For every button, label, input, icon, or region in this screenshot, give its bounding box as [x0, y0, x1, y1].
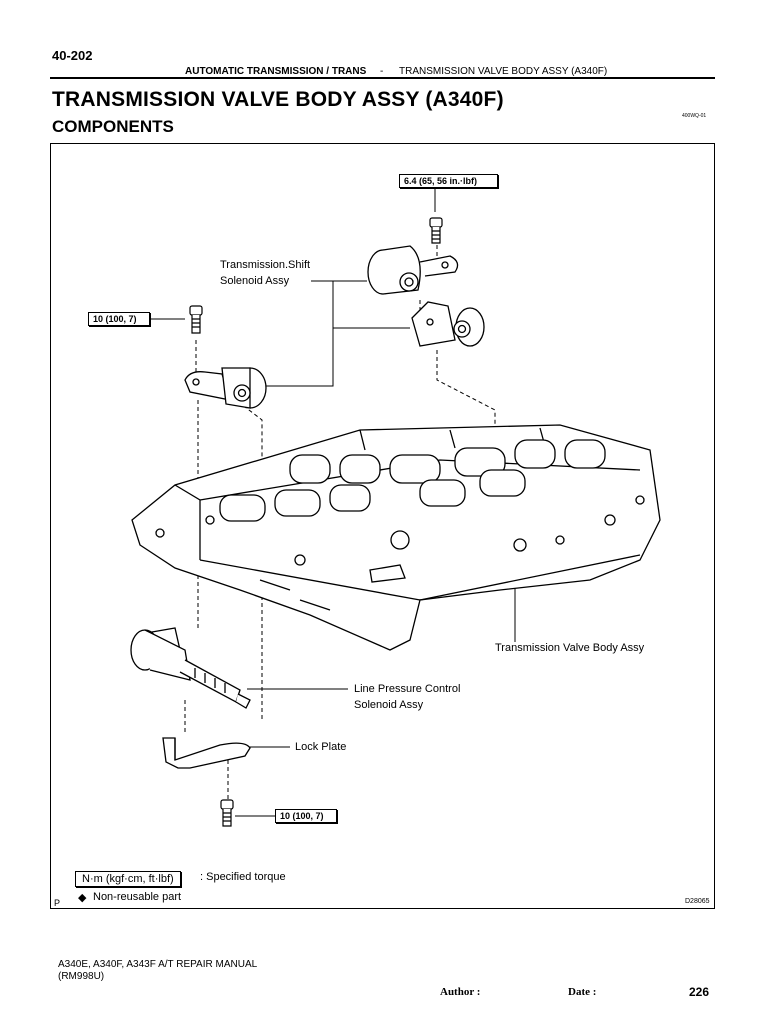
- valve-body: [131, 424, 661, 651]
- footer-author-label: Author :: [440, 986, 481, 998]
- header-subsection: TRANSMISSION VALVE BODY ASSY (A340F): [399, 66, 608, 77]
- line-pressure-label-line2: Solenoid Assy: [354, 699, 424, 711]
- torque-box-left: 10 (100, 7): [88, 312, 150, 326]
- shift-solenoid-label: Transmission.Shift Solenoid Assy: [220, 257, 310, 289]
- shift-solenoid-lower: [184, 367, 267, 409]
- figure-frame: [50, 143, 715, 909]
- page-title: TRANSMISSION VALVE BODY ASSY (A340F): [52, 88, 504, 111]
- valve-body-label: Transmission Valve Body Assy: [495, 642, 645, 654]
- figure-id: D28065: [685, 898, 710, 905]
- legend-non-reusable: Non-reusable part: [93, 891, 182, 903]
- figure-corner-letter: P: [54, 898, 61, 908]
- page-subtitle: COMPONENTS: [52, 117, 174, 136]
- bolt-top: [429, 217, 443, 244]
- line-pressure-solenoid: [130, 627, 251, 709]
- manual-title: A340E, A340F, A343F A/T REPAIR MANUAL (R…: [58, 959, 257, 983]
- shift-solenoid-upper: [367, 245, 459, 295]
- shift-solenoid-label-line2: Solenoid Assy: [220, 275, 290, 287]
- header-separator: -: [380, 66, 384, 77]
- legend-specified-torque: : Specified torque: [200, 871, 286, 883]
- shift-solenoid-label-line1: Transmission.Shift: [220, 259, 311, 271]
- document-code: 400WQ-01: [682, 113, 707, 119]
- torque-box-top: 6.4 (65, 56 in.·lbf): [399, 174, 498, 188]
- lock-plate: [162, 737, 251, 769]
- line-pressure-label-line1: Line Pressure Control: [354, 683, 461, 695]
- torque-box-bottom: 10 (100, 7): [275, 809, 337, 823]
- manual-title-line1: A340E, A340F, A343F A/T REPAIR MANUAL: [58, 959, 258, 970]
- manual-title-line2: (RM998U): [58, 971, 105, 982]
- shift-solenoid-middle: [411, 301, 485, 347]
- lock-plate-label: Lock Plate: [295, 741, 347, 753]
- page-number: 40-202: [52, 48, 93, 63]
- header-section: AUTOMATIC TRANSMISSION / TRANS: [185, 66, 367, 77]
- bolt-bottom: [220, 799, 234, 827]
- line-pressure-label: Line Pressure Control Solenoid Assy: [354, 681, 460, 713]
- alignment-lines: [184, 245, 496, 805]
- header-rule: [50, 77, 715, 79]
- footer-date-label: Date :: [568, 986, 597, 998]
- diamond-icon: ◆: [78, 892, 87, 904]
- bolt-left: [189, 305, 203, 334]
- footer-page-number: 226: [689, 985, 710, 999]
- legend-torque-units: N·m (kgf·cm, ft·lbf): [75, 871, 181, 887]
